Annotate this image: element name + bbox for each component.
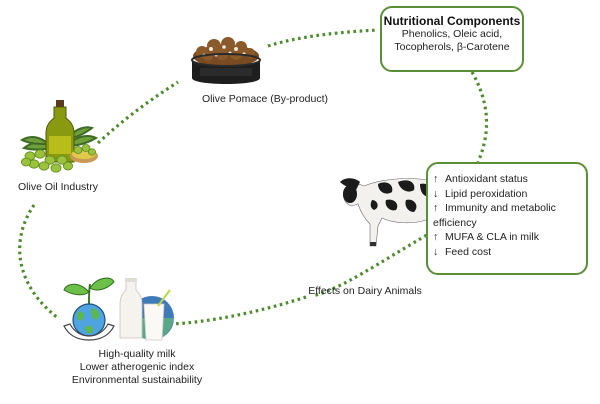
effect-text: Antioxidant status xyxy=(445,173,528,185)
nutritional-components-title: Nutritional Components xyxy=(383,14,521,28)
effects-box: ↑Antioxidant status ↓Lipid peroxidation … xyxy=(426,162,588,275)
connector-effects-to-outcomes xyxy=(311,230,433,298)
connector-components-to-effects xyxy=(470,71,489,163)
connector-oil-to-pomace xyxy=(96,80,179,145)
effect-text: Feed cost xyxy=(445,245,492,258)
earth-hands-plant-icon xyxy=(63,277,115,341)
effect-item: ↑ Antioxidant status xyxy=(428,172,586,187)
effect-text: efficiency xyxy=(433,216,477,229)
effect-item: ↓ Lipid peroxidation xyxy=(428,187,586,202)
nutritional-components-line: Phenolics, Oleic acid, xyxy=(401,28,503,40)
nutritional-components-line: Tocopherols, β-Carotene xyxy=(394,41,510,53)
effect-item: ↑ MUFA & CLA in milk xyxy=(428,230,586,245)
olive-oil-industry-label: Olive Oil Industry xyxy=(18,181,98,193)
connector-oil-to-outcomes xyxy=(18,204,59,320)
arrow-down-icon: ↓ xyxy=(433,245,439,258)
connector-pomace-to-components xyxy=(267,28,379,48)
arrow-up-icon: ↑ xyxy=(433,173,439,185)
effect-text: Immunity and metabolic xyxy=(445,202,556,214)
milk-bottle-glass-icon xyxy=(119,278,174,341)
arrow-up-icon: ↑ xyxy=(433,202,439,214)
effect-text: Lipid peroxidation xyxy=(445,187,528,200)
pomace-bowl-icon xyxy=(191,37,261,84)
effect-item-continuation: efficiency xyxy=(428,216,586,231)
olive-pomace-label: Olive Pomace (By-product) xyxy=(201,93,329,105)
dairy-effects-label: Effects on Dairy Animals xyxy=(308,285,422,297)
outcome-line: Environmental sustainability xyxy=(71,374,203,386)
outcome-line: High-quality milk xyxy=(98,348,176,360)
nutritional-components-box: Nutritional Components Phenolics, Oleic … xyxy=(380,6,524,72)
olive-oil-bottle-icon xyxy=(19,100,99,173)
effect-item: ↓ Feed cost xyxy=(428,245,586,260)
arrow-up-icon: ↑ xyxy=(433,231,439,243)
outcome-line: Lower atherogenic index xyxy=(79,361,195,373)
effect-text: MUFA & CLA in milk xyxy=(445,231,539,243)
effect-item: ↑ Immunity and metabolic xyxy=(428,201,586,216)
connector-dairy-to-milk xyxy=(171,295,307,326)
arrow-down-icon: ↓ xyxy=(433,187,439,200)
